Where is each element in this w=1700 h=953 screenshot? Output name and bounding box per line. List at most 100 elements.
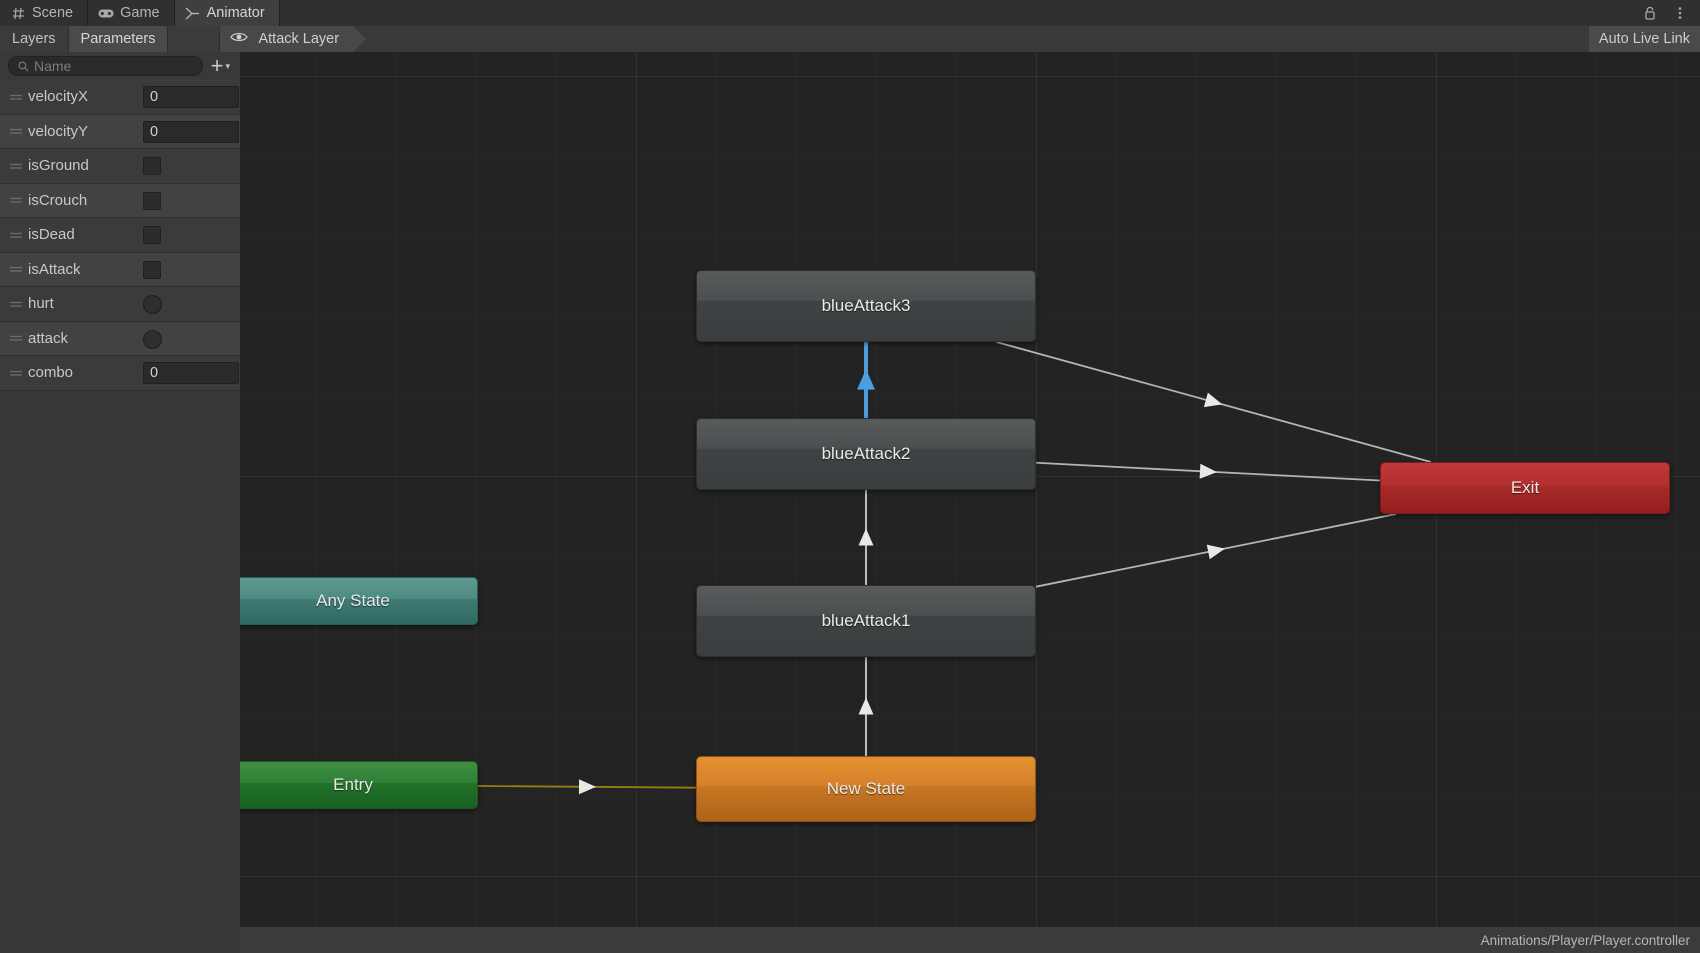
- parameter-name: isCrouch: [28, 191, 88, 209]
- parameter-name: isDead: [28, 226, 75, 244]
- parameter-trigger-radio[interactable]: [143, 295, 162, 314]
- lock-icon[interactable]: [1642, 5, 1658, 21]
- parameter-checkbox[interactable]: [143, 191, 161, 210]
- parameter-row[interactable]: velocityY 0: [0, 114, 240, 149]
- transition-blueAttack3-to-exit[interactable]: [996, 341, 1432, 463]
- parameter-name: velocityY: [28, 122, 89, 140]
- tab-layers-label: Layers: [12, 31, 56, 47]
- chevron-down-icon: ▾: [225, 60, 230, 71]
- drag-handle-icon[interactable]: [8, 89, 24, 105]
- parameter-checkbox[interactable]: [143, 260, 161, 279]
- parameter-row[interactable]: isCrouch: [0, 183, 240, 218]
- eye-icon[interactable]: [230, 31, 249, 47]
- gamepad-icon: [98, 5, 114, 21]
- animator-state-graph[interactable]: blueAttack3 blueAttack2 blueAttack1 Any Sta…: [240, 52, 1700, 953]
- parameter-value: 0: [150, 365, 159, 381]
- kebab-menu-icon[interactable]: [1672, 5, 1688, 21]
- state-node-blueattack3[interactable]: blueAttack3: [696, 270, 1036, 342]
- animator-icon: [185, 5, 201, 21]
- parameter-row[interactable]: isGround: [0, 149, 240, 184]
- drag-handle-icon[interactable]: [8, 158, 24, 174]
- breadcrumb-layer-label: Attack Layer: [258, 31, 340, 47]
- state-node-label: blueAttack3: [821, 296, 911, 315]
- tab-game-label: Game: [120, 5, 160, 21]
- transition-entry-to-newState[interactable]: [477, 779, 697, 795]
- transition-blueAttack2-to-blueAttack3[interactable]: [857, 342, 875, 418]
- parameter-name: isAttack: [28, 260, 81, 278]
- search-input[interactable]: Name: [8, 56, 203, 76]
- auto-live-link-button[interactable]: Auto Live Link: [1588, 26, 1700, 52]
- window-controls: [1642, 0, 1700, 26]
- parameter-value: 0: [150, 123, 159, 140]
- state-node-exit[interactable]: Exit: [1380, 462, 1670, 514]
- parameter-value: 0: [150, 89, 159, 105]
- transition-blueAttack2-to-exit[interactable]: [1035, 461, 1381, 482]
- parameter-name: velocityX: [28, 88, 89, 106]
- breadcrumb[interactable]: Attack Layer: [220, 26, 366, 52]
- transition-newState-to-blueAttack1[interactable]: [858, 657, 874, 756]
- parameter-trigger-radio[interactable]: [143, 329, 162, 349]
- state-node-label: blueAttack2: [821, 444, 911, 463]
- parameter-row[interactable]: hurt: [0, 287, 240, 322]
- tab-animator-label: Animator: [206, 5, 265, 21]
- state-node-blueattack2[interactable]: blueAttack2: [696, 418, 1036, 490]
- state-node-label: Exit: [1510, 478, 1540, 497]
- tab-parameters-label: Parameters: [80, 31, 156, 47]
- transition-arrow-icon: [857, 369, 875, 390]
- parameter-name: isGround: [28, 157, 89, 175]
- drag-handle-icon[interactable]: [8, 365, 24, 381]
- state-node-label: New State: [826, 779, 906, 798]
- tab-scene-label: Scene: [32, 5, 74, 21]
- parameter-value-input[interactable]: 0: [143, 86, 239, 108]
- drag-handle-icon[interactable]: [8, 261, 24, 277]
- search-icon: [17, 60, 29, 72]
- state-node-anystate[interactable]: Any State: [240, 577, 478, 625]
- parameter-checkbox[interactable]: [143, 157, 161, 175]
- drag-handle-icon[interactable]: [8, 296, 24, 312]
- parameter-search-row: Name + ▾: [0, 52, 240, 80]
- state-node-blueattack1[interactable]: blueAttack1: [696, 585, 1036, 657]
- add-parameter-button[interactable]: + ▾: [207, 53, 236, 78]
- subbar-spacer: [168, 26, 221, 52]
- tab-scene[interactable]: Scene: [0, 0, 89, 26]
- parameter-row[interactable]: attack: [0, 321, 240, 356]
- asset-path-label: Animations/Player/Player.controller: [1480, 932, 1690, 948]
- parameter-value-input[interactable]: 0: [143, 362, 239, 384]
- state-node-newstate[interactable]: New State: [696, 756, 1036, 822]
- parameter-row[interactable]: isAttack: [0, 252, 240, 287]
- search-placeholder: Name: [34, 58, 72, 74]
- parameter-name: attack: [28, 329, 69, 347]
- parameter-list: velocityX 0 velocityY 0 isGround isCrouch isDe…: [0, 80, 240, 391]
- status-bar: Animations/Player/Player.controller: [240, 927, 1700, 953]
- tab-parameters[interactable]: Parameters: [68, 26, 169, 52]
- tab-bar-filler: [279, 0, 1642, 26]
- add-parameter-label: +: [210, 53, 224, 78]
- parameter-row[interactable]: velocityX 0: [0, 80, 240, 115]
- grid-icon: [10, 5, 26, 21]
- drag-handle-icon[interactable]: [8, 192, 24, 208]
- parameter-value-input[interactable]: 0: [143, 120, 239, 143]
- subbar-filler: [353, 26, 1589, 52]
- auto-live-link-label: Auto Live Link: [1598, 31, 1690, 47]
- tab-game[interactable]: Game: [88, 0, 175, 26]
- transition-blueAttack1-to-exit[interactable]: [1035, 513, 1397, 588]
- parameter-row[interactable]: isDead: [0, 218, 240, 253]
- editor-tab-bar: Scene Game Animator: [0, 0, 1700, 26]
- state-node-label: Entry: [333, 775, 373, 794]
- transition-arrow-icon: [1206, 544, 1225, 560]
- animator-sub-toolbar: Layers Parameters Attack Layer Auto Live…: [0, 26, 1700, 52]
- drag-handle-icon[interactable]: [8, 330, 24, 346]
- tab-animator[interactable]: Animator: [174, 0, 280, 26]
- state-node-entry[interactable]: Entry: [240, 761, 478, 809]
- transition-arrow-icon: [578, 779, 596, 795]
- parameters-panel: Name + ▾ velocityX 0 velocityY 0 isGround isC…: [0, 52, 240, 953]
- parameter-name: hurt: [28, 295, 54, 313]
- parameter-checkbox[interactable]: [143, 226, 161, 244]
- transition-arrow-icon: [1203, 392, 1223, 408]
- tab-layers[interactable]: Layers: [0, 26, 69, 52]
- transition-blueAttack1-to-blueAttack2[interactable]: [858, 490, 874, 585]
- drag-handle-icon[interactable]: [8, 227, 24, 243]
- drag-handle-icon[interactable]: [8, 123, 24, 139]
